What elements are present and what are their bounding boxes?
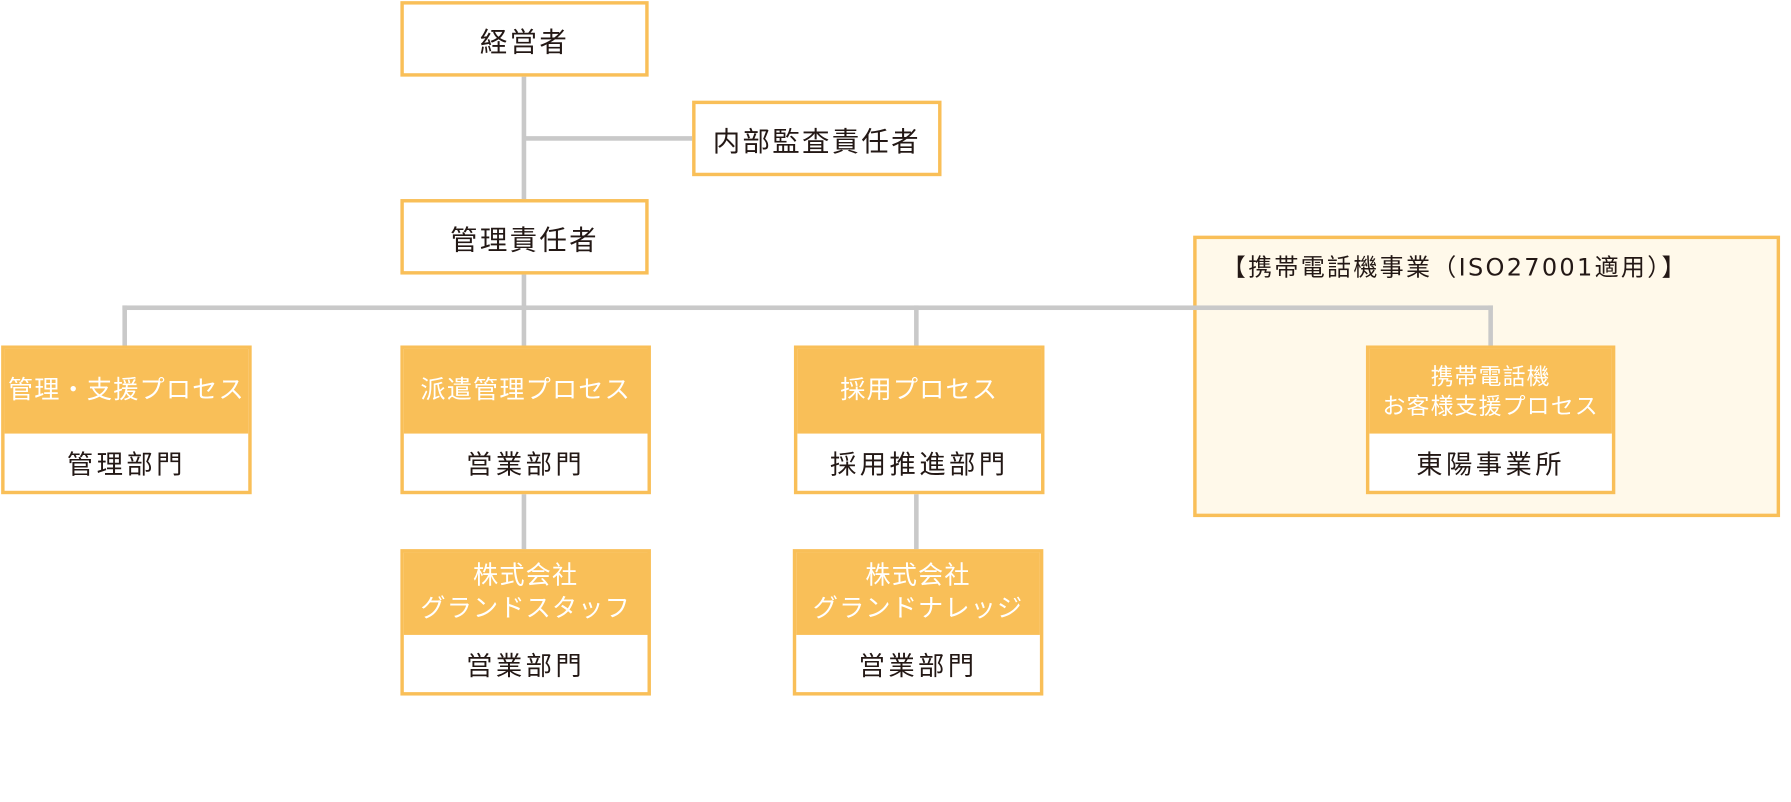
executive-label: 経営者 xyxy=(479,25,570,58)
unit-grandknowledge-process: 株式会社 グランドナレッジ xyxy=(796,552,1040,635)
unit-grandstaff-department: 営業部門 xyxy=(466,652,586,682)
manager-box: 管理責任者 xyxy=(400,199,649,275)
connector-drop-admin xyxy=(122,305,127,348)
manager-label: 管理責任者 xyxy=(450,223,599,256)
unit-recruit-department: 採用推進部門 xyxy=(829,450,1009,481)
unit-mobile: 携帯電話機 お客様支援プロセス 東陽事業所 xyxy=(1365,345,1616,495)
internal-audit-label: 内部監査責任者 xyxy=(712,125,921,158)
unit-admin-department: 管理部門 xyxy=(66,450,186,481)
unit-dispatch: 派遣管理プロセス 営業部門 xyxy=(400,345,651,495)
unit-recruit-process: 採用プロセス xyxy=(797,348,1042,434)
unit-grandknowledge: 株式会社 グランドナレッジ 営業部門 xyxy=(792,549,1044,696)
unit-dispatch-department: 営業部門 xyxy=(466,450,586,481)
unit-admin: 管理・支援プロセス 管理部門 xyxy=(1,345,252,495)
executive-box: 経営者 xyxy=(400,1,649,77)
mobile-business-group-label: 【携帯電話機事業（ISO27001適用）】 xyxy=(1221,253,1688,282)
unit-recruit: 採用プロセス 採用推進部門 xyxy=(793,345,1045,495)
unit-grandstaff: 株式会社 グランドスタッフ 営業部門 xyxy=(400,549,651,696)
connector-dispatch-to-grandstaff xyxy=(521,491,527,552)
connector-recruit-to-grandknowledge xyxy=(914,491,919,552)
connector-audit-branch xyxy=(523,136,694,141)
unit-mobile-department: 東陽事業所 xyxy=(1416,450,1565,481)
connector-horizontal-bus xyxy=(122,305,1493,311)
unit-mobile-process: 携帯電話機 お客様支援プロセス xyxy=(1369,348,1612,434)
unit-grandknowledge-department: 営業部門 xyxy=(858,652,978,682)
connector-drop-mobile xyxy=(1488,305,1493,348)
unit-admin-process: 管理・支援プロセス xyxy=(4,348,249,434)
internal-audit-box: 内部監査責任者 xyxy=(692,100,942,177)
connector-drop-recruit xyxy=(914,305,919,348)
unit-grandstaff-process: 株式会社 グランドスタッフ xyxy=(403,552,648,635)
unit-dispatch-process: 派遣管理プロセス xyxy=(403,348,648,434)
